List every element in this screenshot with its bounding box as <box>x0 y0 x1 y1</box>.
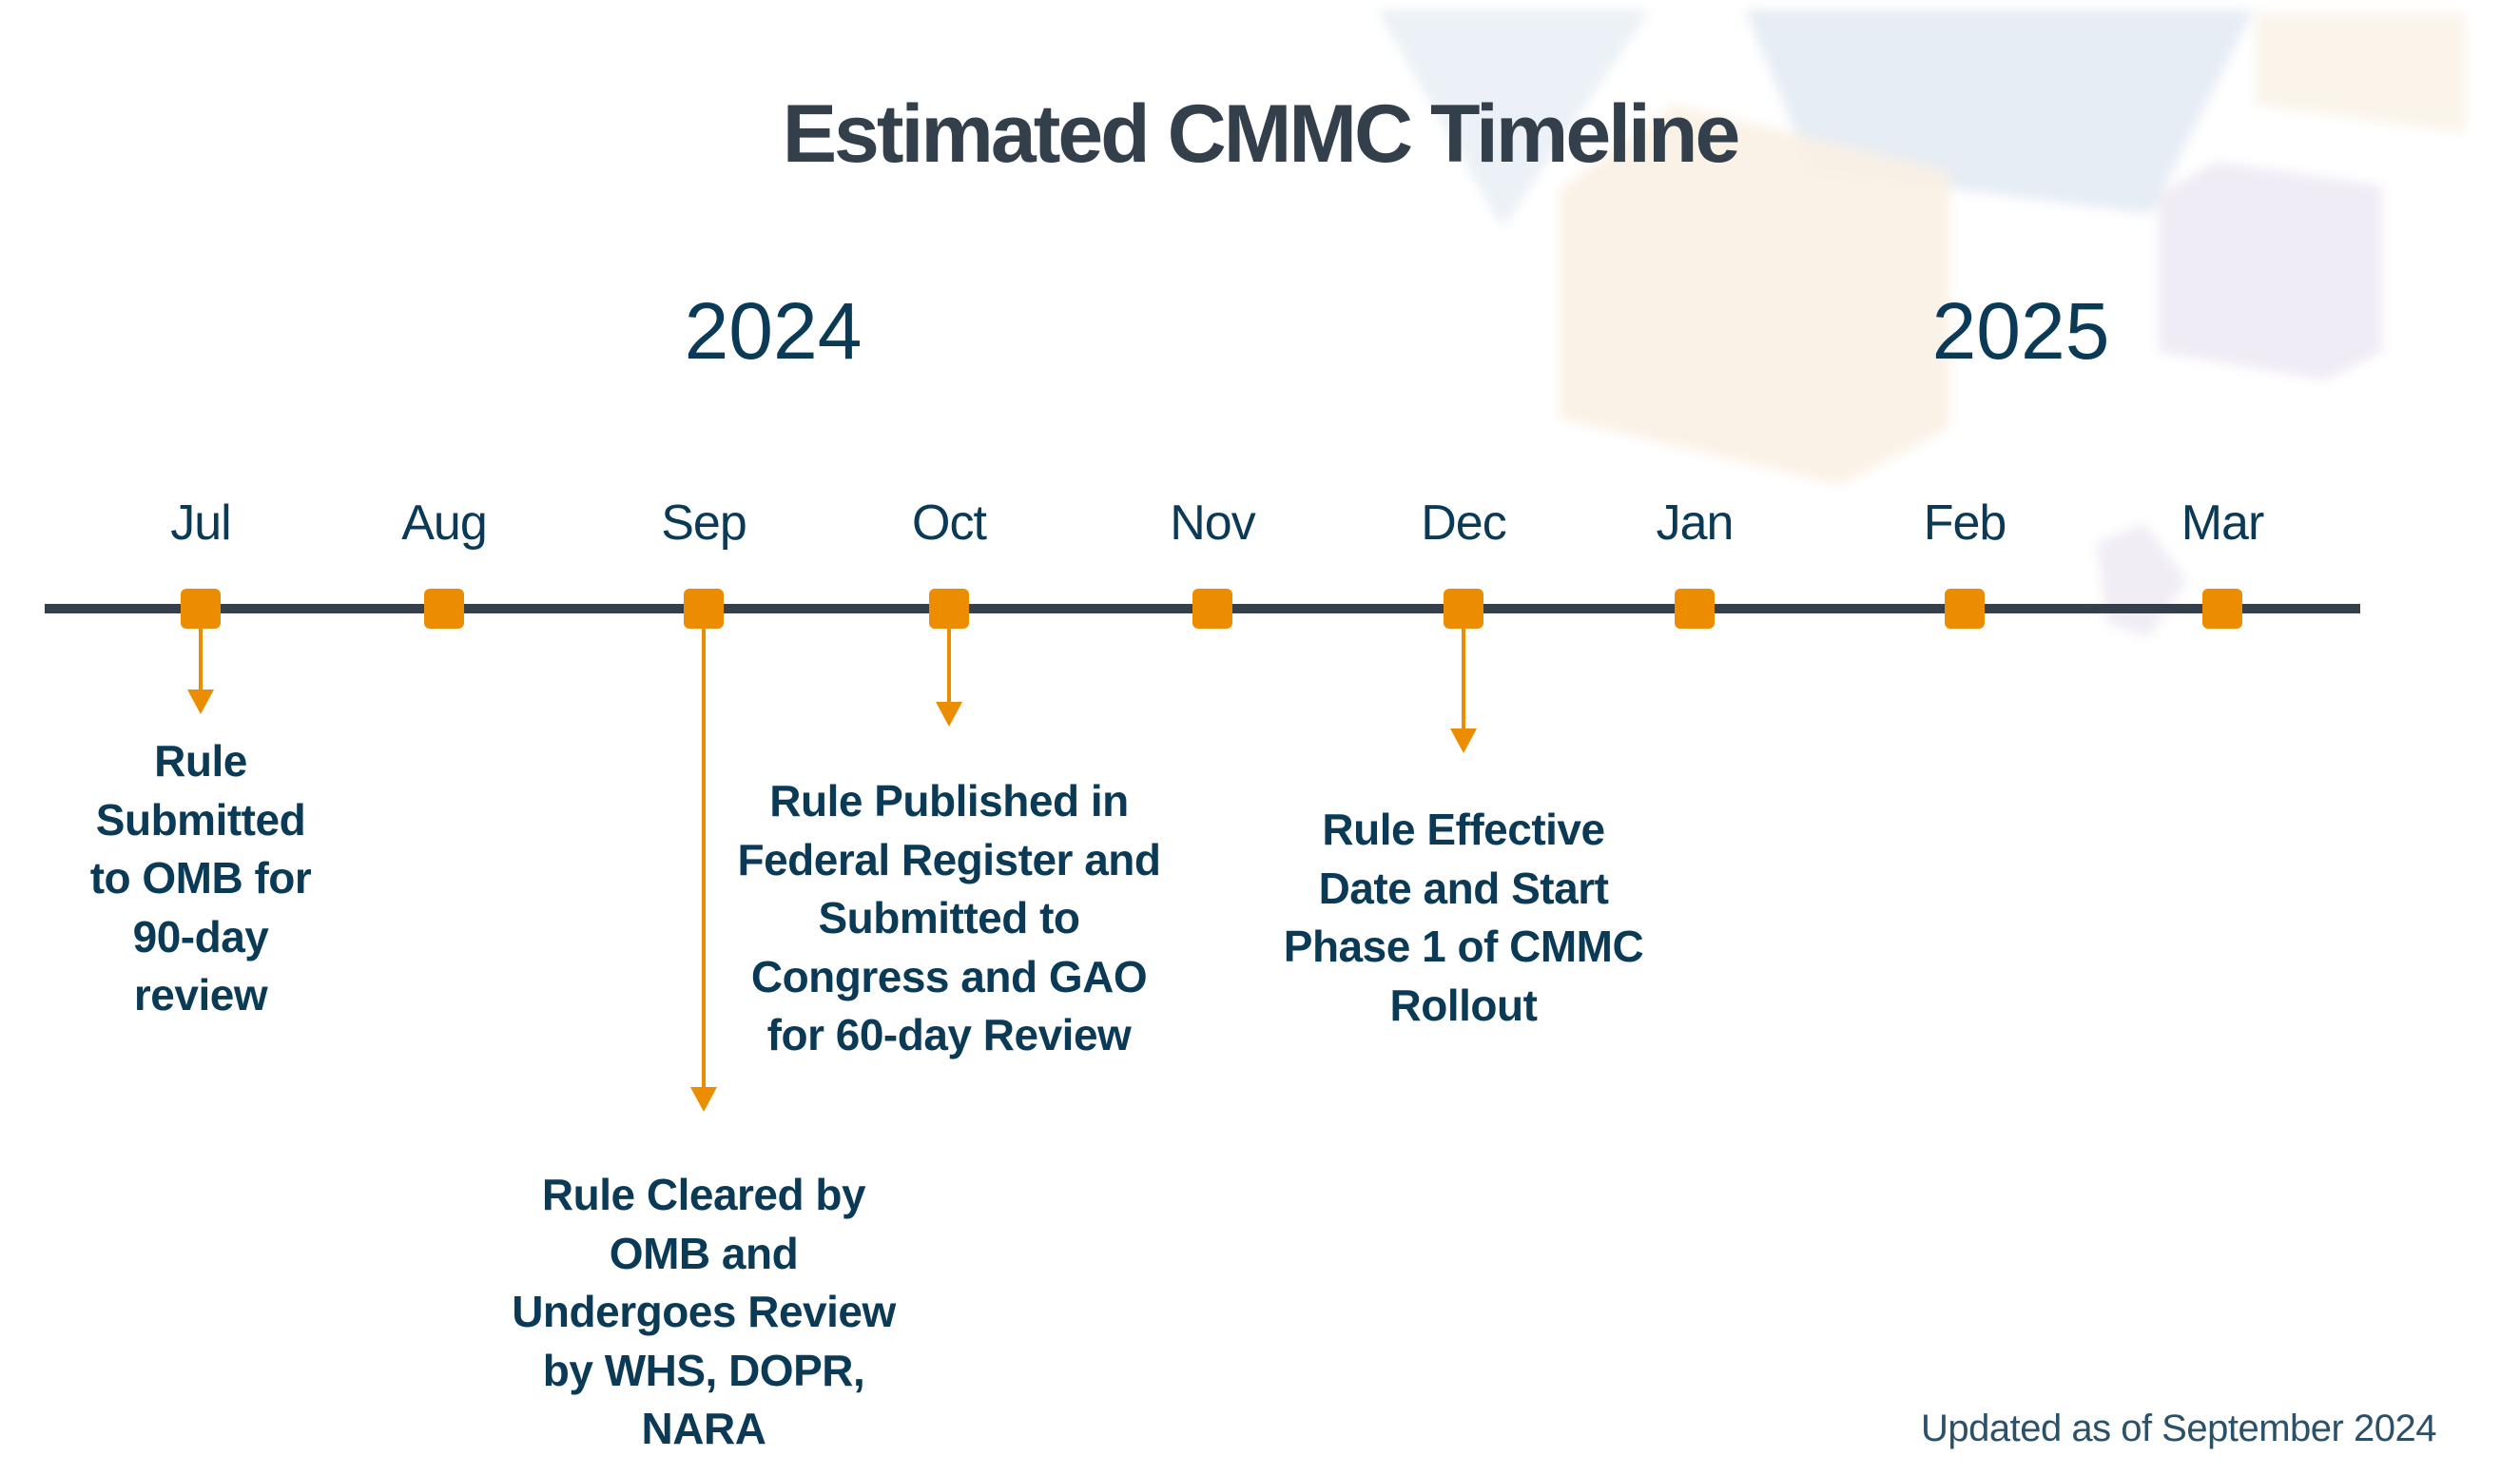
month-marker-jul <box>181 589 221 629</box>
event-arrows <box>187 628 1477 1112</box>
month-marker-mar <box>2202 589 2242 629</box>
event-text-line: Submitted to <box>818 893 1080 942</box>
background-shapes <box>1377 10 2465 637</box>
event-text-line: by WHS, DOPR, <box>542 1345 865 1395</box>
event-text-line: 90-day <box>132 911 269 961</box>
month-markers <box>181 589 2242 629</box>
event-text-line: review <box>133 970 268 1020</box>
event-arrow-dec <box>1450 628 1477 753</box>
event-text-line: Date and Start <box>1318 863 1609 913</box>
month-label-oct: Oct <box>912 495 987 551</box>
year-label-2025: 2025 <box>1931 286 2110 376</box>
month-label-sep: Sep <box>661 495 747 551</box>
month-label-aug: Aug <box>401 495 488 551</box>
month-marker-aug <box>424 589 464 629</box>
bg-shape-orange-cube <box>1560 105 1949 485</box>
arrow-head-icon <box>690 1087 717 1112</box>
page-title: Estimated CMMC Timeline <box>0 87 2520 182</box>
month-marker-nov <box>1192 589 1232 629</box>
event-arrow-jul <box>187 628 214 714</box>
event-text-line: Congress and GAO <box>750 951 1148 1001</box>
event-text-line: Rule Published in <box>769 776 1129 825</box>
event-text-line: Undergoes Review <box>512 1287 896 1336</box>
event-text-line: Submitted <box>95 794 306 845</box>
bg-shape-blue-triangle-left <box>1377 10 1650 228</box>
event-text-line: Phase 1 of CMMC <box>1283 922 1644 971</box>
event-arrow-oct <box>936 628 962 727</box>
month-label-mar: Mar <box>2181 495 2265 551</box>
bg-shape-purple-cube <box>2159 162 2382 380</box>
event-text-line: to OMB for <box>89 853 312 903</box>
month-marker-feb <box>1945 589 1985 629</box>
month-marker-jan <box>1675 589 1715 629</box>
month-label-jan: Jan <box>1656 495 1735 551</box>
month-label-feb: Feb <box>1923 495 2007 551</box>
month-label-dec: Dec <box>1421 495 1506 551</box>
arrow-head-icon <box>936 702 962 727</box>
event-text-line: Rule Cleared by <box>541 1170 866 1219</box>
event-arrow-sep <box>690 628 717 1112</box>
event-text-line: Federal Register and <box>737 834 1161 884</box>
month-marker-dec <box>1444 589 1483 629</box>
month-label-nov: Nov <box>1170 495 1255 551</box>
arrow-head-icon <box>187 689 214 714</box>
event-text-line: Rollout <box>1389 980 1538 1030</box>
event-text-line: Rule Effective <box>1322 805 1605 854</box>
event-text-line: OMB and <box>609 1228 799 1278</box>
event-text-line: Rule <box>154 736 247 786</box>
event-text-line: for 60-day Review <box>766 1010 1132 1059</box>
page-title-text: Estimated CMMC Timeline <box>782 88 1741 180</box>
bg-shape-orange-square <box>2256 13 2465 133</box>
month-label-jul: Jul <box>170 495 231 551</box>
updated-note: Updated as of September 2024 <box>1921 1408 2436 1449</box>
month-marker-sep <box>684 589 724 629</box>
month-marker-oct <box>929 589 969 629</box>
event-text-line: NARA <box>641 1404 766 1453</box>
year-label-2024: 2024 <box>684 286 863 376</box>
arrow-head-icon <box>1450 728 1477 753</box>
